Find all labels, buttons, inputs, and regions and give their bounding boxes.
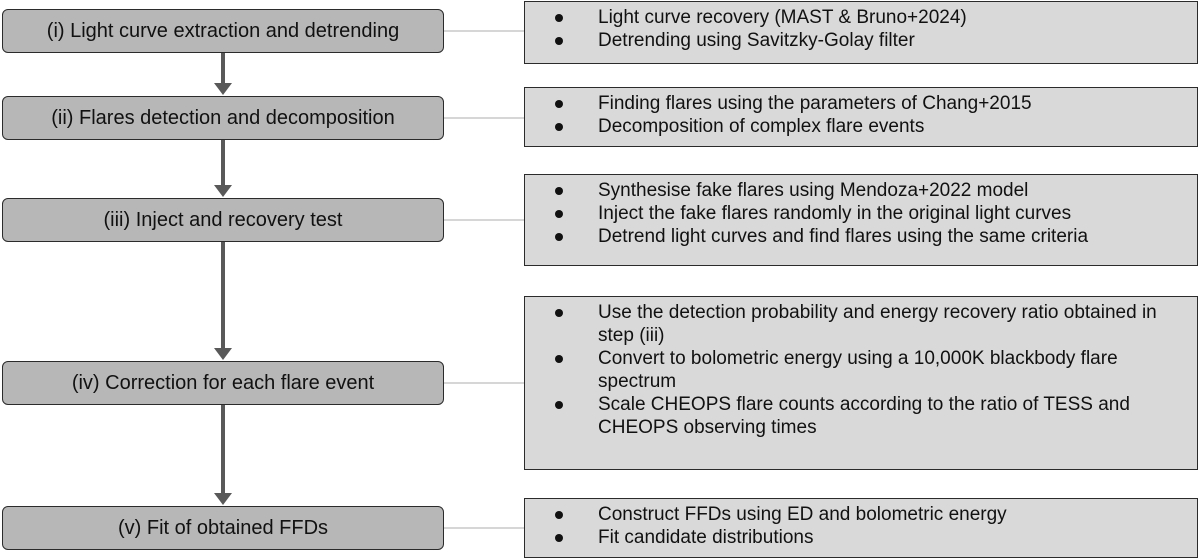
step-label-5: (v) Fit of obtained FFDs <box>117 516 329 539</box>
detail-item: Use the detection probability and energy… <box>525 301 1197 347</box>
detail-list-4: Use the detection probability and energy… <box>525 301 1197 439</box>
bullet-icon <box>555 534 563 542</box>
detail-list-3: Synthesise fake flares using Mendoza+202… <box>525 179 1197 248</box>
step-box-5: (v) Fit of obtained FFDs <box>2 506 444 550</box>
step-label-4: (iv) Correction for each flare event <box>71 371 375 394</box>
step-label-1: (i) Light curve extraction and detrendin… <box>46 19 400 42</box>
detail-item: Light curve recovery (MAST & Bruno+2024) <box>525 6 1197 29</box>
bullet-icon <box>555 100 563 108</box>
detail-item: Convert to bolometric energy using a 10,… <box>525 347 1197 393</box>
detail-item: Scale CHEOPS flare counts according to t… <box>525 393 1197 439</box>
detail-item: Fit candidate distributions <box>525 526 1197 549</box>
detail-item: Decomposition of complex flare events <box>525 115 1197 138</box>
bullet-icon <box>555 511 563 519</box>
detail-item: Detrending using Savitzky-Golay filter <box>525 29 1197 52</box>
step-box-3: (iii) Inject and recovery test <box>2 198 444 242</box>
step-label-2: (ii) Flares detection and decomposition <box>51 106 395 129</box>
arrow-down-icon <box>214 185 232 197</box>
detail-list-5: Construct FFDs using ED and bolometric e… <box>525 503 1197 549</box>
bullet-icon <box>555 309 563 317</box>
bullet-icon <box>555 187 563 195</box>
bullet-icon <box>555 355 563 363</box>
step-box-4: (iv) Correction for each flare event <box>2 361 444 405</box>
detail-item: Inject the fake flares randomly in the o… <box>525 202 1197 225</box>
bullet-icon <box>555 210 563 218</box>
detail-list-1: Light curve recovery (MAST & Bruno+2024)… <box>525 6 1197 52</box>
arrow-down-icon <box>214 83 232 95</box>
detail-box-2: Finding flares using the parameters of C… <box>524 87 1198 147</box>
bullet-icon <box>555 401 563 409</box>
detail-list-2: Finding flares using the parameters of C… <box>525 92 1197 138</box>
detail-box-1: Light curve recovery (MAST & Bruno+2024)… <box>524 1 1198 64</box>
detail-item: Finding flares using the parameters of C… <box>525 92 1197 115</box>
arrow-down-icon <box>214 348 232 360</box>
detail-item: Detrend light curves and find flares usi… <box>525 225 1197 248</box>
arrow-down-icon <box>214 493 232 505</box>
bullet-icon <box>555 233 563 241</box>
bullet-icon <box>555 37 563 45</box>
detail-box-3: Synthesise fake flares using Mendoza+202… <box>524 174 1198 266</box>
step-box-1: (i) Light curve extraction and detrendin… <box>2 9 444 53</box>
step-box-2: (ii) Flares detection and decomposition <box>2 96 444 140</box>
detail-box-5: Construct FFDs using ED and bolometric e… <box>524 498 1198 558</box>
detail-box-4: Use the detection probability and energy… <box>524 296 1198 470</box>
detail-item: Synthesise fake flares using Mendoza+202… <box>525 179 1197 202</box>
detail-item: Construct FFDs using ED and bolometric e… <box>525 503 1197 526</box>
bullet-icon <box>555 123 563 131</box>
bullet-icon <box>555 14 563 22</box>
step-label-3: (iii) Inject and recovery test <box>103 208 343 231</box>
